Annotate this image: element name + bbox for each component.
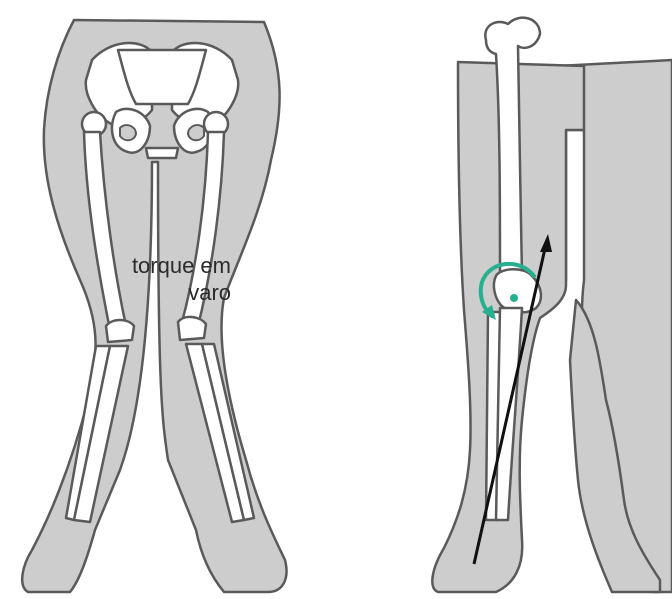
knee-joints [106, 317, 206, 342]
torque-label: torque em varo [132, 252, 231, 306]
torque-label-line-2: varo [132, 279, 231, 306]
torque-label-line-1: torque em [132, 252, 231, 279]
pivot-dot [510, 294, 518, 302]
